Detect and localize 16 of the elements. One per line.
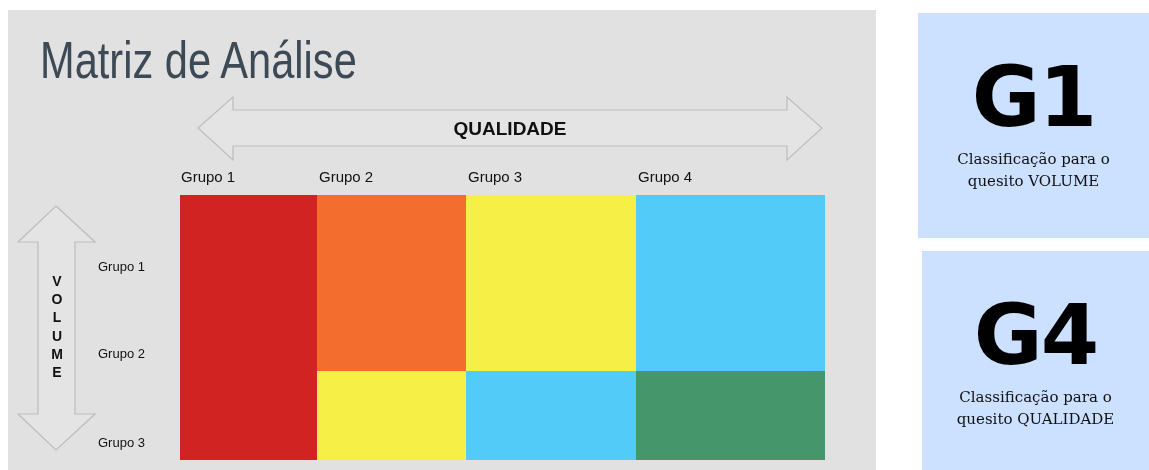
grade-code: G4: [972, 293, 1099, 377]
column-label: Grupo 4: [638, 168, 693, 184]
column-label: Grupo 1: [181, 168, 236, 184]
axis-label: QUALIDADE: [453, 118, 567, 138]
description: Classificação para o quesito VOLUME: [956, 149, 1111, 192]
axis-label: VOLUME: [50, 272, 64, 382]
column-label: Grupo 3: [468, 168, 523, 184]
info-card: [922, 251, 1149, 470]
info-card: [918, 13, 1149, 238]
grade-code: G1: [970, 55, 1097, 139]
column-label: Grupo 2: [319, 168, 374, 184]
description: Classificação para o quesito QUALIDADE: [955, 387, 1116, 430]
title: Matriz de Análise: [40, 34, 357, 86]
row-label: Grupo 3: [98, 435, 145, 449]
row-label: Grupo 1: [98, 259, 145, 273]
row-label: Grupo 2: [98, 346, 145, 360]
